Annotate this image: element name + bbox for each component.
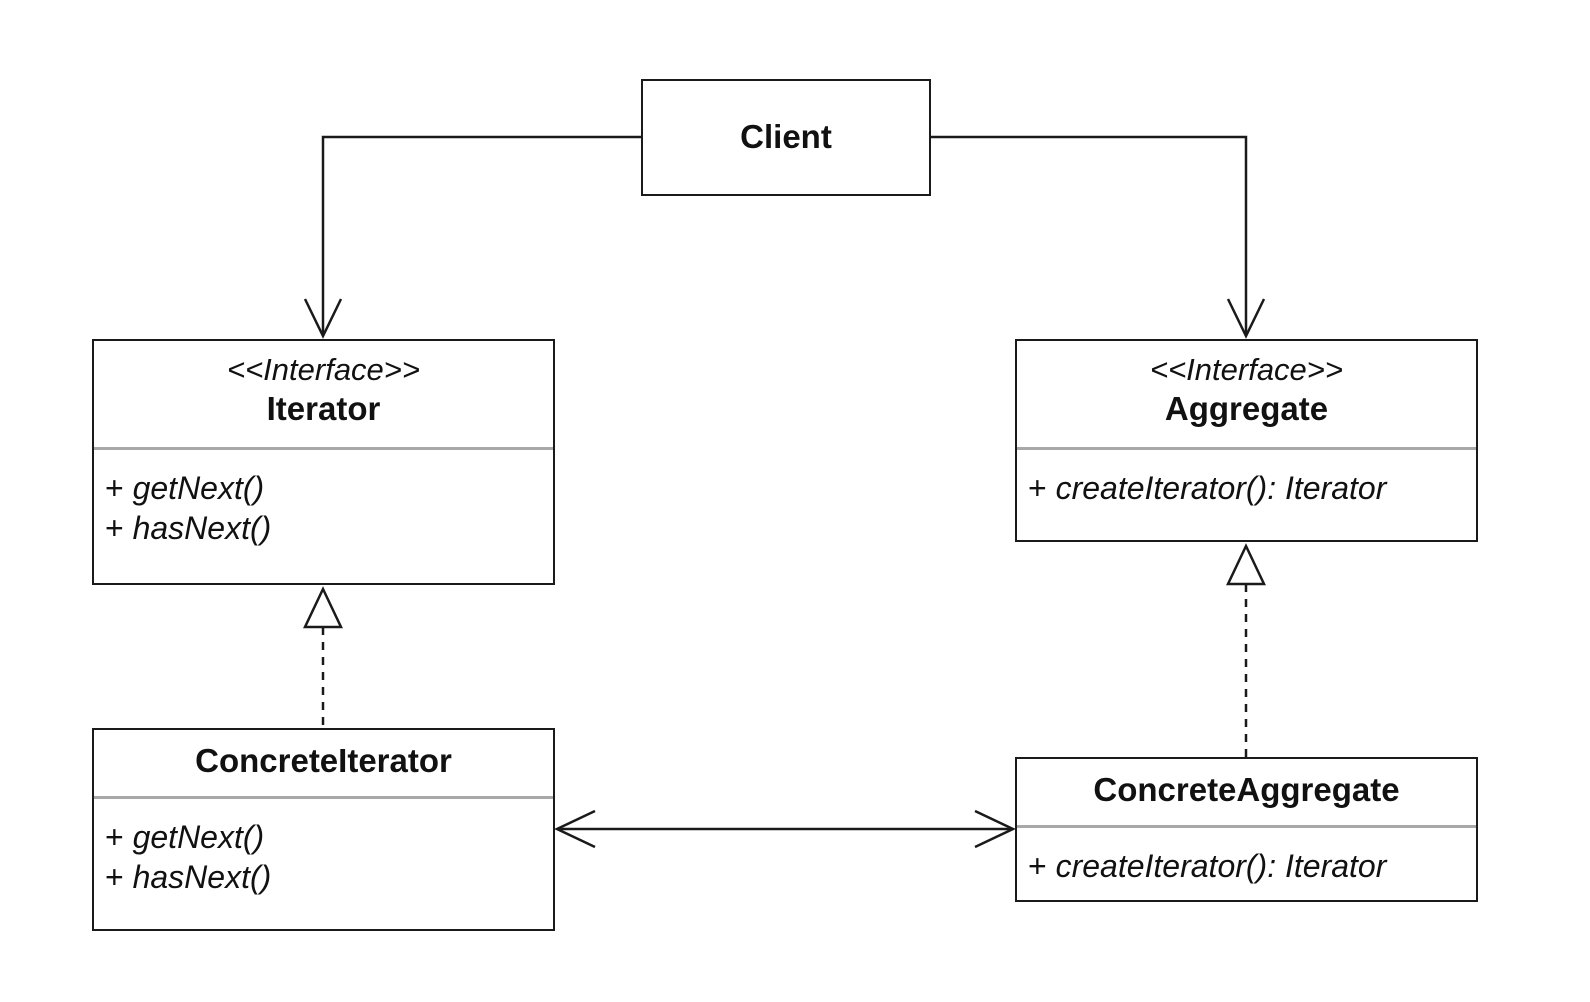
iterator-interface[interactable]: <<Interface>> Iterator + getNext() + has…: [92, 339, 555, 585]
visibility-marker: +: [105, 859, 124, 895]
compartment-divider: [94, 447, 553, 450]
operation-signature: createIterator(): Iterator: [1055, 848, 1387, 884]
operation: + hasNext(): [105, 857, 545, 897]
operation: + getNext(): [105, 817, 545, 857]
concrete-association: [554, 809, 1016, 849]
visibility-marker: +: [105, 819, 124, 855]
stereotype-label: <<Interface>>: [226, 352, 421, 387]
client-iterator-association: [303, 135, 641, 339]
visibility-marker: +: [105, 470, 124, 506]
class-header: <<Interface>> Iterator: [94, 341, 553, 429]
association-line: [931, 135, 1248, 336]
open-arrowhead-left: [554, 809, 596, 849]
hollow-triangle-arrowhead: [303, 586, 343, 629]
iterator-realization: [303, 586, 343, 728]
operation: + createIterator(): Iterator: [1028, 468, 1468, 508]
aggregate-interface[interactable]: <<Interface>> Aggregate + createIterator…: [1015, 339, 1478, 542]
client-aggregate-association: [931, 135, 1266, 339]
operation-signature: getNext(): [132, 470, 265, 506]
class-name: ConcreteAggregate: [1093, 771, 1400, 808]
class-name: Iterator: [266, 390, 381, 427]
class-header: ConcreteAggregate: [1017, 759, 1476, 810]
aggregate-realization: [1226, 543, 1266, 757]
concrete-iterator-class[interactable]: ConcreteIterator + getNext() + hasNext(): [92, 728, 555, 931]
class-name: ConcreteIterator: [195, 742, 452, 779]
operation-signature: hasNext(): [132, 510, 272, 546]
open-arrowhead-right: [974, 809, 1016, 849]
class-name: Aggregate: [1164, 390, 1329, 427]
stereotype-label: <<Interface>>: [1149, 352, 1344, 387]
operation-signature: getNext(): [132, 819, 265, 855]
compartment-divider: [94, 796, 553, 799]
visibility-marker: +: [1028, 470, 1047, 506]
compartment-divider: [1017, 825, 1476, 828]
class-header: <<Interface>> Aggregate: [1017, 341, 1476, 429]
class-name: Client: [740, 118, 832, 155]
class-header: Client: [643, 81, 929, 193]
association-line: [321, 135, 641, 336]
operations-compartment: + getNext() + hasNext(): [105, 468, 545, 548]
open-arrowhead: [303, 298, 343, 339]
operations-compartment: + createIterator(): Iterator: [1028, 468, 1468, 508]
visibility-marker: +: [105, 510, 124, 546]
operation: + createIterator(): Iterator: [1028, 846, 1468, 886]
open-arrowhead: [1226, 298, 1266, 339]
compartment-divider: [1017, 447, 1476, 450]
operation: + hasNext(): [105, 508, 545, 548]
client-class[interactable]: Client: [641, 79, 931, 196]
operations-compartment: + getNext() + hasNext(): [105, 817, 545, 897]
operations-compartment: + createIterator(): Iterator: [1028, 846, 1468, 886]
operation: + getNext(): [105, 468, 545, 508]
concrete-aggregate-class[interactable]: ConcreteAggregate + createIterator(): It…: [1015, 757, 1478, 902]
operation-signature: createIterator(): Iterator: [1055, 470, 1387, 506]
hollow-triangle-arrowhead: [1226, 543, 1266, 586]
class-header: ConcreteIterator: [94, 730, 553, 781]
operation-signature: hasNext(): [132, 859, 272, 895]
visibility-marker: +: [1028, 848, 1047, 884]
